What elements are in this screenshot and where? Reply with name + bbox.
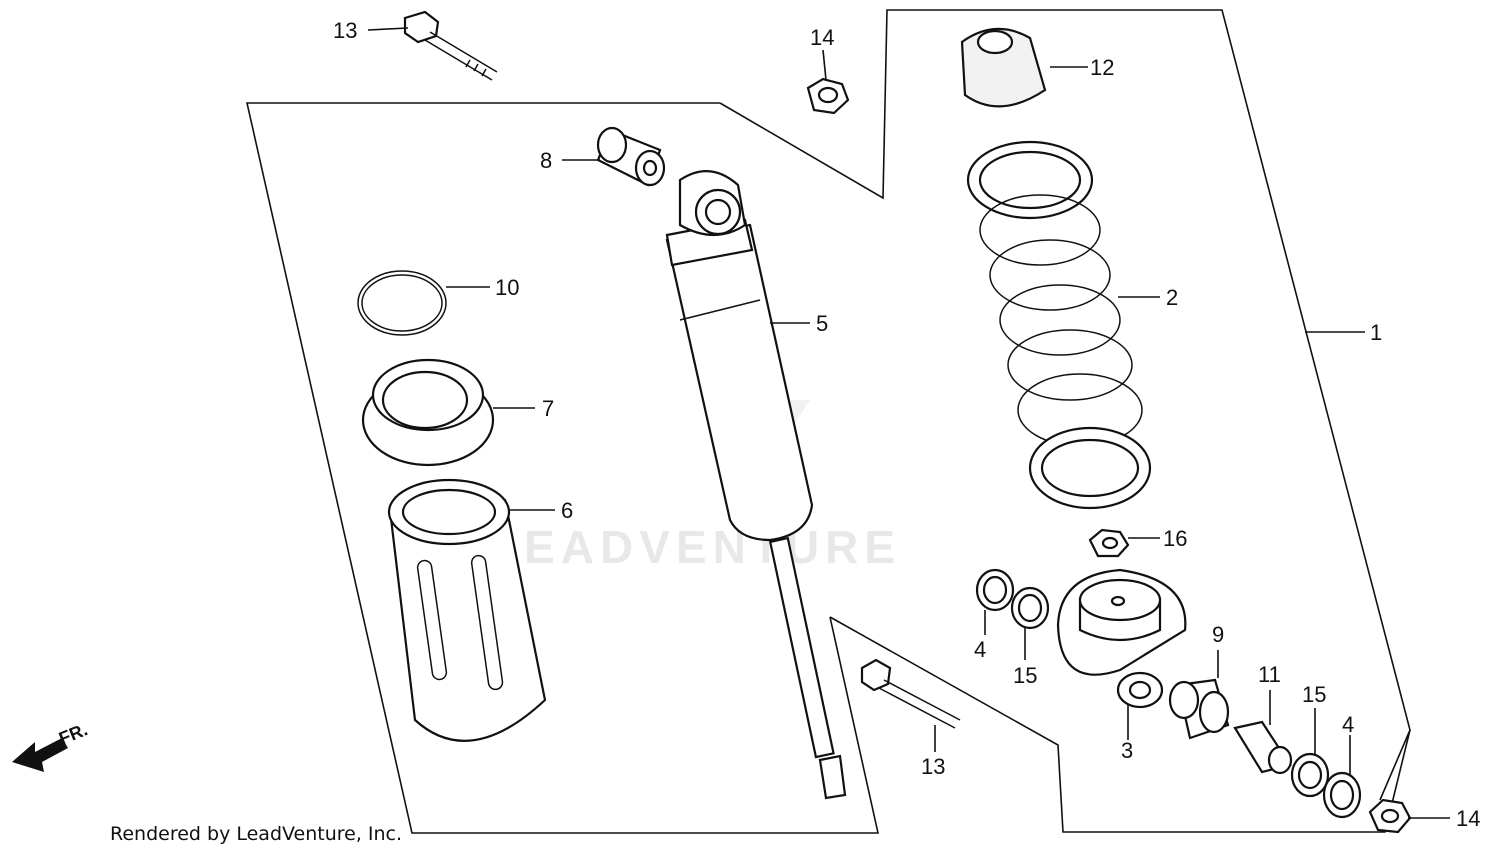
callout-1: 1 [1370,320,1382,345]
damper-5 [665,170,847,800]
circlip-10 [357,270,447,336]
render-credit: Rendered by LeadVenture, Inc. [110,823,402,845]
bolt-13-top [403,10,498,81]
washer-4-left [975,568,1015,612]
callout-5: 5 [816,311,828,336]
front-direction-label: FR. [56,719,90,748]
callout-13-top: 13 [333,18,357,43]
left-group-boundary-top [719,9,1411,801]
callout-14-bottom: 14 [1456,806,1480,831]
callout-6: 6 [561,498,573,523]
callout-3: 3 [1121,738,1133,763]
callout-7: 7 [542,396,554,421]
nut-14-bottom [1368,798,1412,834]
callout-15-left: 15 [1013,663,1037,688]
collar-11 [1233,720,1293,775]
bearing-15-left [1010,586,1050,630]
callout-labels: 13 14 12 8 10 5 2 1 7 6 16 9 4 15 11 15 … [333,18,1480,831]
bolt-13-bottom [860,658,961,729]
leader-lines [367,27,1450,819]
callout-16: 16 [1163,526,1187,551]
callout-10: 10 [495,275,519,300]
left-group-boundary [245,102,879,834]
bushing-9 [1168,678,1230,740]
spring-seat-7 [361,358,495,467]
lower-mount-3 [1056,568,1187,709]
watermark-text: LEADVENTURE [490,521,901,573]
bushing-8 [596,126,666,187]
callout-12: 12 [1090,55,1114,80]
callout-14-top: 14 [810,25,834,50]
callout-4-right: 4 [1342,712,1354,737]
nut-14-top [806,77,850,115]
front-direction-arrow-icon [12,738,68,772]
callout-15-right: 15 [1302,682,1326,707]
assembly-boundary-bottom [829,616,1411,833]
callout-9: 9 [1212,622,1224,647]
callout-8: 8 [540,148,552,173]
washer-4-right [1322,771,1362,819]
bump-stop-12 [960,27,1047,108]
coil-spring-2 [966,140,1152,510]
spring-guard-6 [387,478,547,742]
callout-2: 2 [1166,285,1178,310]
callout-13-bottom: 13 [921,754,945,779]
callout-4-left: 4 [974,637,986,662]
nut-16 [1088,528,1130,558]
bearing-15-right [1290,752,1330,798]
callout-11: 11 [1258,662,1281,687]
